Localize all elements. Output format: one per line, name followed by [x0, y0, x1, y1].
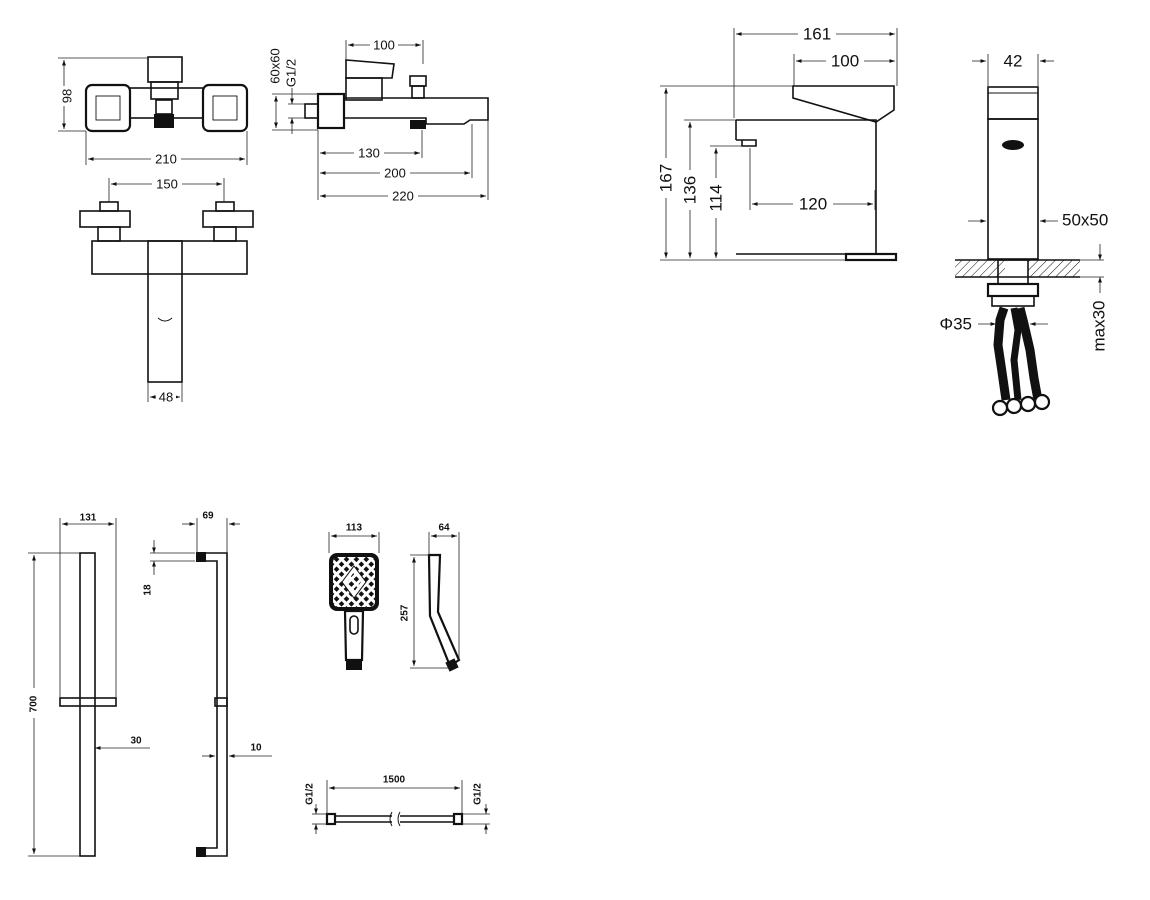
- dim-10-label: 10: [250, 743, 262, 754]
- dim-257-label: 257: [400, 604, 411, 621]
- nut-left-inner: [97, 226, 121, 242]
- dim-114-label: 114: [706, 184, 725, 211]
- dim-g12-label: G1/2: [283, 59, 298, 87]
- dim-64-label: 64: [438, 523, 450, 534]
- dim-113-label: 113: [346, 523, 363, 534]
- hose-fittings: [991, 393, 1051, 417]
- basin-body-outline: [736, 119, 877, 255]
- hose-end-right: [452, 812, 464, 826]
- countertop-left: [955, 260, 1005, 277]
- spout-top: [147, 240, 183, 383]
- shower-rail-front-view: 131 700 30: [26, 513, 150, 857]
- dim-700-label: 700: [29, 695, 40, 712]
- dim-161-label: 161: [803, 24, 831, 43]
- hand-shower-side-view: 64 257: [398, 523, 461, 672]
- hose-thread-left-label: G1/2: [305, 783, 316, 805]
- dim-18-label: 18: [143, 584, 154, 596]
- dim-130-label: 130: [358, 145, 380, 160]
- dim-69-label: 69: [202, 511, 214, 522]
- shower-handle: [343, 609, 365, 662]
- dim-210-label: 210: [155, 151, 177, 166]
- basin-mixer-front-view: 42 50x50 Φ35 max30: [940, 51, 1108, 417]
- shower-handle-connector: [346, 660, 362, 670]
- dim-98-label: 98: [59, 89, 74, 103]
- diverter-cap: [409, 75, 427, 87]
- slider-side: [214, 697, 228, 707]
- diverter-stem: [411, 85, 425, 99]
- cartridge-side: [345, 77, 383, 101]
- basin-mixer-side-view: 161 100 167 136 114 120: [656, 24, 898, 262]
- bath-mixer-side-view: 100 60x60 G1/2 130 200 220: [267, 37, 489, 204]
- hand-shower-front-view: 113: [328, 523, 380, 670]
- dim-48-label: 48: [159, 389, 173, 404]
- diverter: [155, 99, 173, 115]
- rail-side-profile: [196, 552, 228, 857]
- spout-outlet: [154, 114, 174, 128]
- mounting-washer: [991, 295, 1035, 307]
- slider-bracket: [59, 697, 117, 707]
- nut-left: [79, 210, 131, 228]
- dim-42-label: 42: [1004, 51, 1023, 70]
- hose-end-left: [325, 812, 337, 826]
- wall-plate-side: [316, 92, 346, 130]
- rail-bar: [79, 552, 96, 857]
- aerator-front: [1002, 140, 1024, 150]
- nut-right-inner: [213, 226, 237, 242]
- mounting-nut: [986, 282, 1040, 298]
- lever-neck: [150, 81, 179, 100]
- basin-lever: [792, 85, 895, 123]
- basin-body-front: [987, 118, 1039, 260]
- plate-insert-right: [212, 95, 238, 121]
- dim-1500-label: 1500: [383, 775, 406, 786]
- dim-60x60-label: 60x60: [267, 48, 282, 83]
- basin-aerator: [736, 139, 757, 147]
- shower-hose: 1500 G1/2 G1/2: [305, 775, 490, 834]
- nut-left-cap: [99, 201, 119, 212]
- dim-120-label: 120: [799, 194, 827, 213]
- shower-side-profile: [427, 553, 461, 668]
- dim-167-label: 167: [656, 164, 675, 192]
- lever-side: [345, 59, 395, 79]
- hose-thread-right-label: G1/2: [473, 783, 484, 805]
- dim-131-label: 131: [80, 513, 97, 524]
- shower-rail-side-view: 69 18 10: [143, 511, 272, 857]
- dim-100-basin-label: 100: [831, 51, 859, 70]
- countertop-right: [1028, 260, 1080, 277]
- dim-max30-label: max30: [1089, 300, 1108, 351]
- mixer-body-top: [91, 240, 248, 275]
- nut-right: [202, 210, 254, 228]
- plate-insert-left: [95, 95, 121, 121]
- dim-100-label: 100: [373, 37, 395, 52]
- nut-right-cap: [215, 201, 235, 212]
- basin-lever-front: [987, 86, 1039, 120]
- dim-136-label: 136: [680, 176, 699, 204]
- wall-plate-left: [84, 83, 132, 133]
- lever-handle: [147, 56, 183, 83]
- basin-base: [844, 252, 898, 262]
- bath-mixer-front-view: 98 210: [56, 56, 249, 167]
- dim-30-label: 30: [130, 736, 142, 747]
- inlet-thread: [304, 103, 319, 119]
- wall-plate-right: [201, 83, 249, 133]
- dim-phi35-label: Φ35: [940, 314, 972, 333]
- dim-150-label: 150: [156, 176, 178, 191]
- spout-side: [343, 97, 489, 125]
- dim-200-label: 200: [384, 165, 406, 180]
- diverter-knob: [410, 120, 426, 129]
- dim-50x50-label: 50x50: [1062, 210, 1108, 229]
- bath-mixer-top-view: 150 48: [79, 176, 254, 405]
- dim-220-label: 220: [392, 188, 414, 203]
